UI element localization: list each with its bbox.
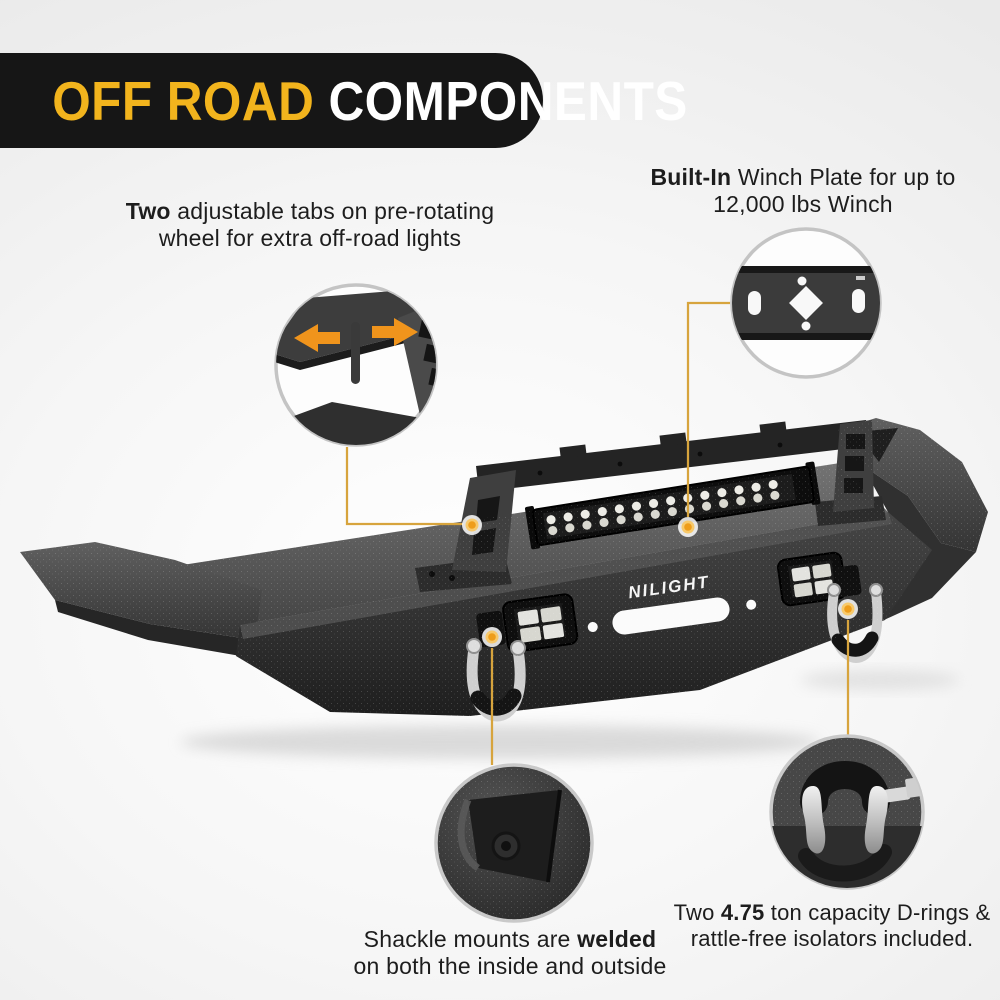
callout-adjustable-tab <box>274 283 438 447</box>
callout-winch-plate <box>730 227 882 379</box>
arrow-left-icon <box>294 324 340 352</box>
callout-shackle-mount <box>434 763 594 923</box>
title-rest: COMPONENTS <box>314 69 688 132</box>
annotation-d-rings: Two 4.75 ton capacity D-rings & rattle-f… <box>658 900 1000 951</box>
title-highlight: OFF ROAD <box>52 69 315 132</box>
connector-line <box>686 301 730 517</box>
bull-bar-hoop <box>476 420 869 492</box>
title-banner: OFF ROAD COMPONENTS <box>0 53 687 148</box>
connector-line <box>345 447 463 526</box>
arrow-right-icon <box>372 318 418 346</box>
front-bumper-illustration: NILIGHT <box>20 418 988 759</box>
title-banner-text: OFF ROAD COMPONENTS <box>0 69 688 133</box>
annotation-line: 12,000 lbs Winch <box>713 190 893 217</box>
annotation-winch-plate: Built-In Winch Plate for up to 12,000 lb… <box>612 164 994 217</box>
annotation-line: Two 4.75 ton capacity D-rings & <box>673 900 991 925</box>
annotation-line: Shackle mounts are welded <box>363 926 657 952</box>
callout-d-ring <box>769 734 925 890</box>
product-shadow <box>180 725 820 759</box>
annotation-line: Two adjustable tabs on pre-rotating <box>125 198 495 224</box>
annotation-line: rattle-free isolators included. <box>690 925 974 951</box>
annotation-adjustable-tabs: Two adjustable tabs on pre-rotating whee… <box>95 198 525 251</box>
annotation-shackle-mounts: Shackle mounts are welded on both the in… <box>300 926 720 979</box>
annotation-line: on both the inside and outside <box>353 952 667 979</box>
annotation-line: wheel for extra off-road lights <box>158 224 462 251</box>
callout-connectors <box>345 301 850 765</box>
annotation-line: Built-In Winch Plate for up to <box>650 164 956 190</box>
